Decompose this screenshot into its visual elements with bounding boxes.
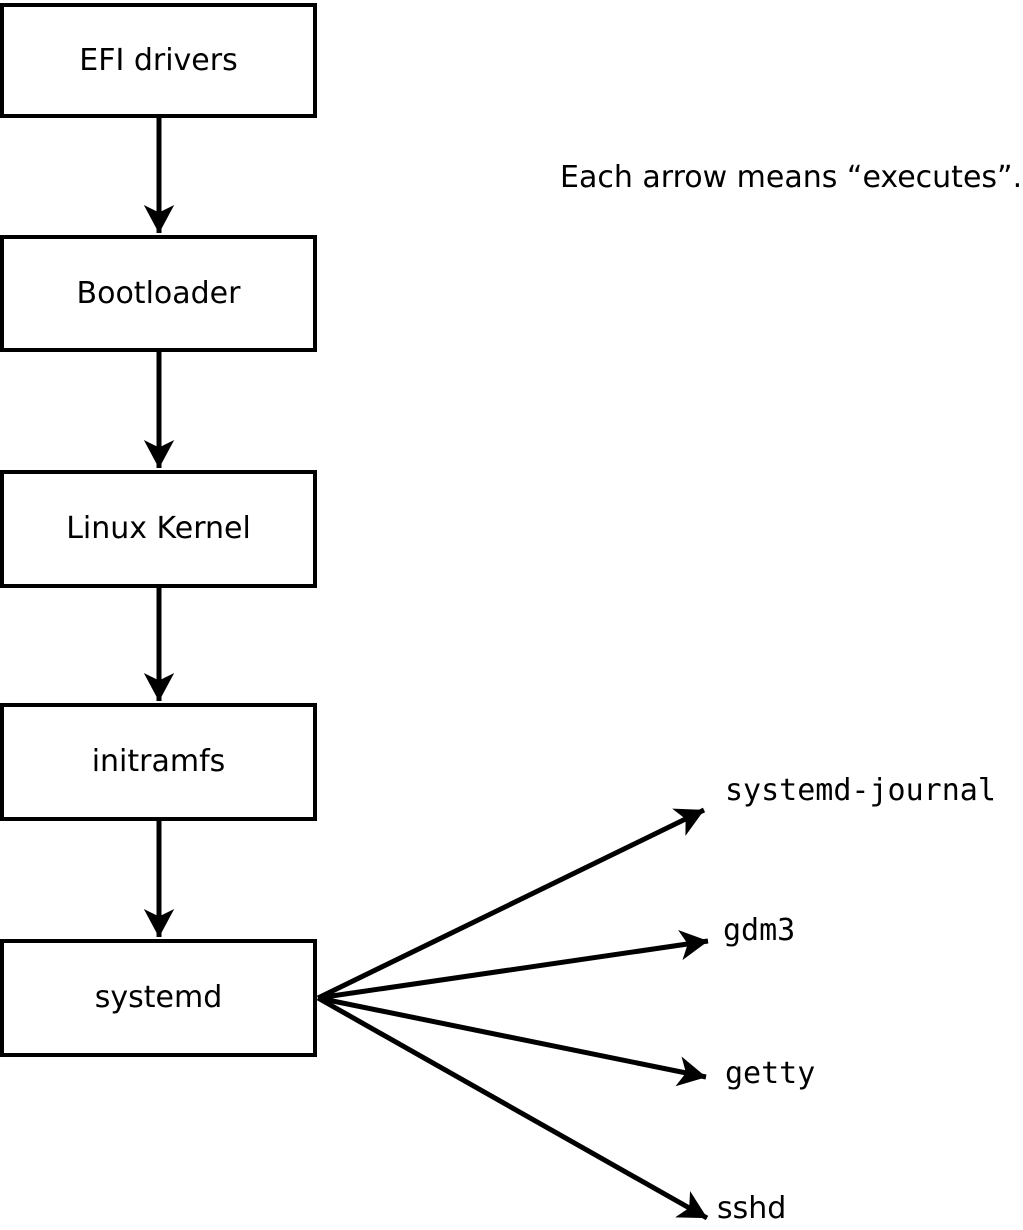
node-linux-kernel-label: Linux Kernel xyxy=(66,511,251,546)
node-initramfs-label: initramfs xyxy=(91,744,226,779)
node-efi-drivers-label: EFI drivers xyxy=(79,42,238,78)
node-sshd: sshd xyxy=(717,1191,787,1226)
node-linux-kernel: Linux Kernel xyxy=(0,470,317,588)
arrow-legend-note: Each arrow means “executes”. xyxy=(560,160,1023,195)
node-bootloader-label: Bootloader xyxy=(76,275,241,311)
node-efi-drivers: EFI drivers xyxy=(0,3,317,118)
node-getty: getty xyxy=(725,1056,816,1091)
node-systemd-journal: systemd-journal xyxy=(725,773,996,808)
arrow-systemd-to-sshd xyxy=(316,995,709,1221)
node-systemd-label: systemd xyxy=(94,980,223,1015)
node-gdm3: gdm3 xyxy=(723,913,796,948)
arrow-systemd-to-systemd-journal xyxy=(316,807,706,1001)
arrow-systemd-to-getty xyxy=(317,995,707,1087)
node-initramfs: initramfs xyxy=(0,703,317,821)
node-systemd: systemd xyxy=(0,939,317,1057)
node-bootloader: Bootloader xyxy=(0,235,317,352)
arrow-systemd-to-gdm3 xyxy=(317,930,709,1001)
